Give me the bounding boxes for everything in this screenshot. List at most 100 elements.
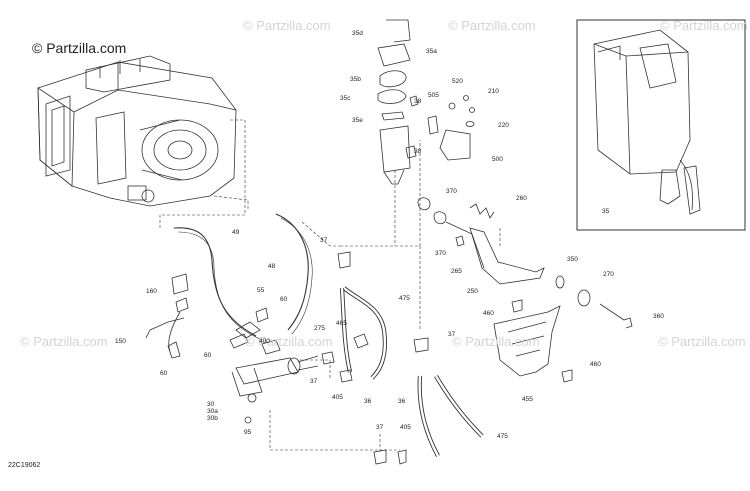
cable-160 (168, 311, 181, 353)
brake-line-48 (275, 213, 309, 331)
callout-160[interactable]: 160 (146, 288, 157, 295)
clip-460b (561, 369, 573, 383)
master-cylinder (231, 339, 319, 424)
callout-150[interactable]: 150 (115, 338, 126, 345)
reservoir-outlet (383, 169, 405, 185)
callout-38b[interactable]: 38 (414, 148, 422, 155)
callout-95[interactable]: 95 (244, 429, 252, 436)
callout-460a[interactable]: 460 (483, 310, 494, 317)
ring-35e (381, 111, 405, 121)
inset-frame (576, 19, 746, 231)
fitting-400 (235, 321, 261, 339)
abs-module (37, 55, 237, 207)
watermark: © Partzilla.com (245, 334, 333, 349)
spring-260 (469, 203, 495, 219)
fitting-405b (397, 449, 407, 465)
callout-35b[interactable]: 35b (350, 76, 361, 83)
clamp-37b (413, 337, 429, 353)
callout-270[interactable]: 270 (603, 271, 614, 278)
callout-55[interactable]: 55 (257, 287, 265, 294)
cap-35a (377, 43, 411, 67)
watermark: © Partzilla.com (20, 334, 108, 349)
sensor-150 (145, 317, 185, 339)
callout-30b[interactable]: 30b (207, 415, 218, 422)
callout-30a[interactable]: 30a (207, 408, 218, 415)
callout-49[interactable]: 49 (232, 229, 240, 236)
callout-60b[interactable]: 60 (204, 352, 212, 359)
callout-60c[interactable]: 60 (160, 370, 168, 377)
guard-455 (493, 305, 561, 377)
callout-210[interactable]: 210 (488, 88, 499, 95)
ecu-module (593, 29, 701, 215)
bracket-160 (171, 273, 189, 295)
bushing-370b (433, 211, 447, 225)
connector-160 (175, 297, 189, 313)
diaphragm-35c (377, 89, 407, 104)
callout-37a[interactable]: 37 (320, 237, 328, 244)
diagram-code: 22C19062 (8, 462, 41, 469)
guard-455-rib (507, 321, 547, 357)
pedal-arm (445, 221, 485, 269)
callout-36b[interactable]: 36 (398, 398, 406, 405)
hose-36-a-inner (340, 287, 352, 373)
callout-265[interactable]: 265 (451, 268, 462, 275)
callout-475b[interactable]: 475 (497, 433, 508, 440)
watermark: © Partzilla.com (658, 334, 746, 349)
fitting-465 (353, 333, 369, 349)
callout-460b[interactable]: 460 (590, 361, 601, 368)
callout-220[interactable]: 220 (498, 122, 509, 129)
callout-360[interactable]: 360 (653, 313, 664, 320)
callout-400[interactable]: 400 (259, 338, 270, 345)
washer-350 (555, 275, 565, 289)
callout-38a[interactable]: 38 (414, 98, 422, 105)
callout-250[interactable]: 250 (467, 288, 478, 295)
watermark: © Partzilla.com (452, 334, 540, 349)
fitting-60a (229, 333, 249, 349)
callout-48[interactable]: 48 (268, 263, 276, 270)
callout-35d[interactable]: 35d (352, 30, 363, 37)
callout-350[interactable]: 350 (567, 256, 578, 263)
fitting-38b (405, 145, 417, 159)
watermark: © Partzilla.com (448, 18, 536, 33)
callout-60a[interactable]: 60 (280, 296, 288, 303)
brake-line-49 (173, 227, 257, 337)
brake-line-48b (280, 217, 313, 335)
callout-30[interactable]: 30 (207, 401, 215, 408)
reservoir (379, 125, 411, 173)
bolt-520 (448, 102, 456, 110)
clip-35d (386, 19, 411, 43)
clip-460a (511, 299, 523, 313)
brand-label: © Partzilla.com (32, 40, 127, 56)
callout-35a[interactable]: 35a (426, 48, 437, 55)
callout-405a[interactable]: 405 (332, 394, 343, 401)
callout-260[interactable]: 260 (516, 195, 527, 202)
hose-475-b (434, 374, 484, 438)
callout-37d[interactable]: 37 (376, 424, 384, 431)
callout-35c[interactable]: 35c (340, 95, 351, 102)
callout-36a[interactable]: 36 (364, 398, 372, 405)
callout-465[interactable]: 465 (336, 320, 347, 327)
callout-505[interactable]: 505 (428, 92, 439, 99)
bolt-360 (599, 303, 633, 329)
hose-36-b-inner (418, 375, 440, 457)
callout-275[interactable]: 275 (314, 325, 325, 332)
callout-520[interactable]: 520 (452, 78, 463, 85)
callout-500[interactable]: 500 (492, 156, 503, 163)
callout-37c[interactable]: 37 (310, 378, 318, 385)
fitting-55 (255, 307, 269, 323)
callout-405b[interactable]: 405 (400, 424, 411, 431)
callout-455[interactable]: 455 (522, 396, 533, 403)
callout-370a[interactable]: 370 (446, 188, 457, 195)
callout-475a[interactable]: 475 (399, 295, 410, 302)
callout-37b[interactable]: 37 (448, 331, 456, 338)
hose-475-b-inner (434, 375, 483, 437)
clamp-37a (337, 251, 351, 269)
callout-370b[interactable]: 370 (435, 250, 446, 257)
fitting-60c (167, 341, 181, 359)
fitting-38a (409, 95, 419, 107)
watermark: © Partzilla.com (660, 18, 748, 33)
leader-lines (159, 119, 501, 451)
callout-35e[interactable]: 35e (352, 117, 363, 124)
callout-35[interactable]: 35 (602, 208, 610, 215)
